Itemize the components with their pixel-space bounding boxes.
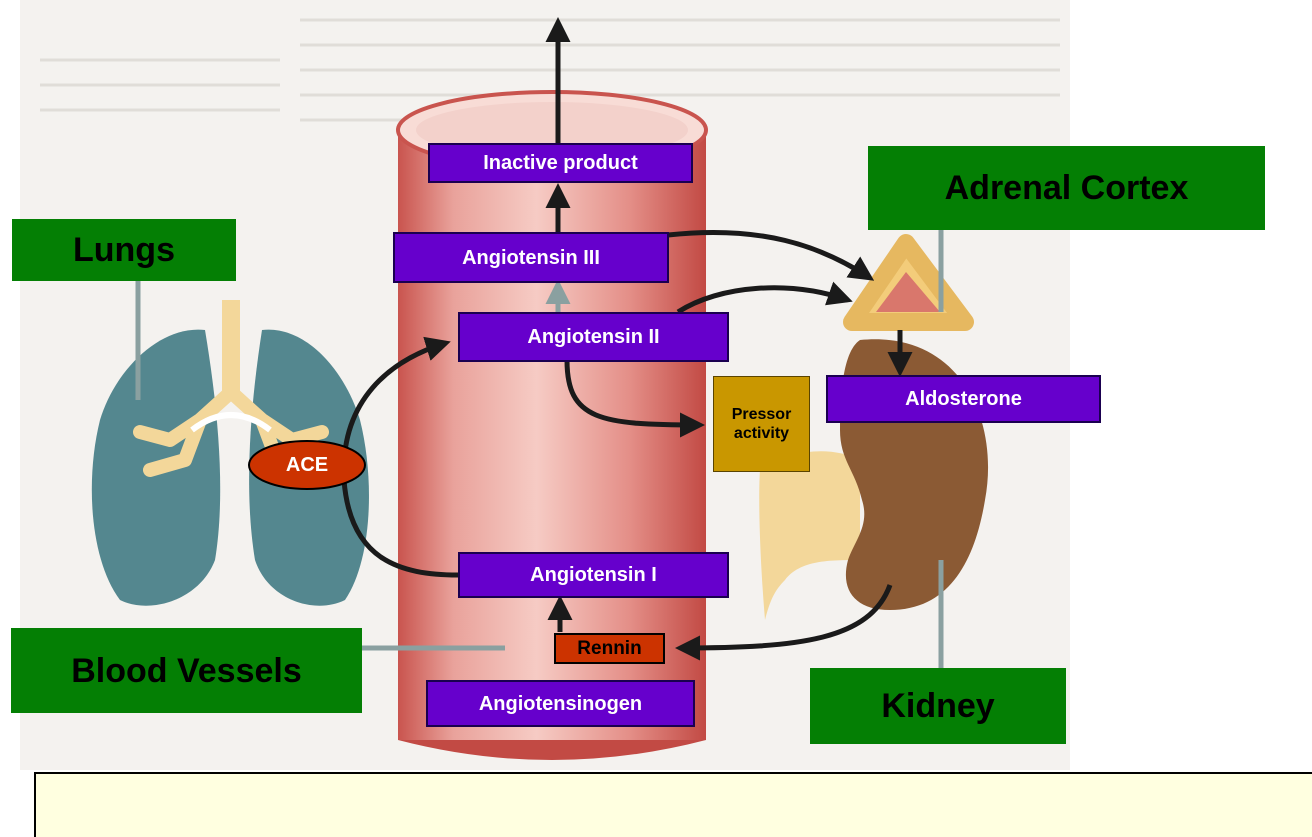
pressor-line-1: Pressor — [732, 405, 792, 424]
angiotensin-3-label: Angiotensin III — [393, 232, 669, 283]
aldosterone-label: Aldosterone — [826, 375, 1101, 423]
inactive-product-label: Inactive product — [428, 143, 693, 183]
blood-vessels-label: Blood Vessels — [11, 628, 362, 713]
ace-label: ACE — [249, 441, 365, 489]
angiotensin-1-label: Angiotensin I — [458, 552, 729, 598]
pressor-line-2: activity — [734, 424, 789, 443]
angiotensin-2-label: Angiotensin II — [458, 312, 729, 362]
caption-box — [34, 772, 1312, 837]
adrenal-cortex-label: Adrenal Cortex — [868, 146, 1265, 230]
pressor-activity-label: Pressor activity — [713, 376, 810, 472]
angiotensinogen-label: Angiotensinogen — [426, 680, 695, 727]
lungs-label: Lungs — [12, 219, 236, 281]
rennin-label: Rennin — [554, 633, 665, 664]
kidney-label: Kidney — [810, 668, 1066, 744]
